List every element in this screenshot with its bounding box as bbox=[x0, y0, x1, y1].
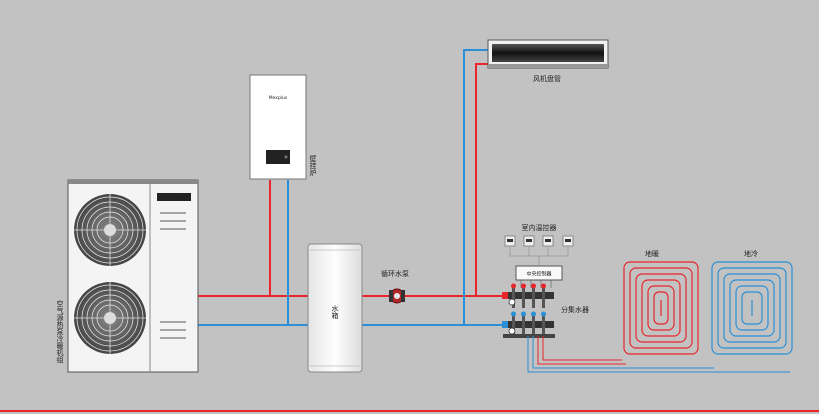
wall-boiler: Mexplus 30 bbox=[249, 74, 307, 180]
fancoil-hot-pipe bbox=[475, 63, 490, 296]
manifold bbox=[502, 283, 555, 338]
boiler-display: 30 bbox=[273, 156, 279, 162]
boiler-brand: Mexplus bbox=[269, 95, 288, 101]
heat-pump-unit: Mexplus bbox=[67, 179, 199, 373]
floor-cooling-coil bbox=[711, 261, 793, 355]
fancoil-cold-pipe bbox=[463, 49, 490, 325]
manifold-label: 分集水器 bbox=[561, 305, 589, 314]
heat-pump-label: 空气源热泵冷暖机组 bbox=[56, 299, 64, 363]
water-tank bbox=[307, 243, 363, 373]
thermostat-icon bbox=[504, 235, 516, 247]
floor-heating-coil bbox=[623, 261, 699, 355]
circ-pump-label: 循环水泵 bbox=[381, 269, 409, 278]
pipes bbox=[198, 49, 507, 326]
floor-heat-label: 地暖 bbox=[645, 249, 659, 258]
pump-icon bbox=[389, 288, 405, 304]
central-ctrl-label: 中央控制器 bbox=[526, 271, 551, 278]
fan-icon bbox=[74, 282, 146, 354]
thermostats-label: 室内温控器 bbox=[522, 223, 557, 232]
boiler-label: 壁挂炉 bbox=[309, 154, 317, 177]
water-tank-label: 水箱 bbox=[331, 304, 339, 320]
thermostat-icon bbox=[542, 235, 554, 247]
thermostat-icon bbox=[562, 235, 574, 247]
thermostat-icon bbox=[523, 235, 535, 247]
fan-icon bbox=[74, 194, 146, 266]
fan-coil-label: 风机盘管 bbox=[533, 74, 561, 83]
floor-loop-connections bbox=[527, 336, 790, 373]
thermostat-group bbox=[504, 235, 574, 266]
heat-pump-brand: Mexplus bbox=[164, 196, 185, 202]
floor-cool-label: 地冷 bbox=[744, 249, 758, 258]
central-controller: 中央控制器 bbox=[515, 265, 563, 288]
fan-coil bbox=[487, 39, 609, 69]
